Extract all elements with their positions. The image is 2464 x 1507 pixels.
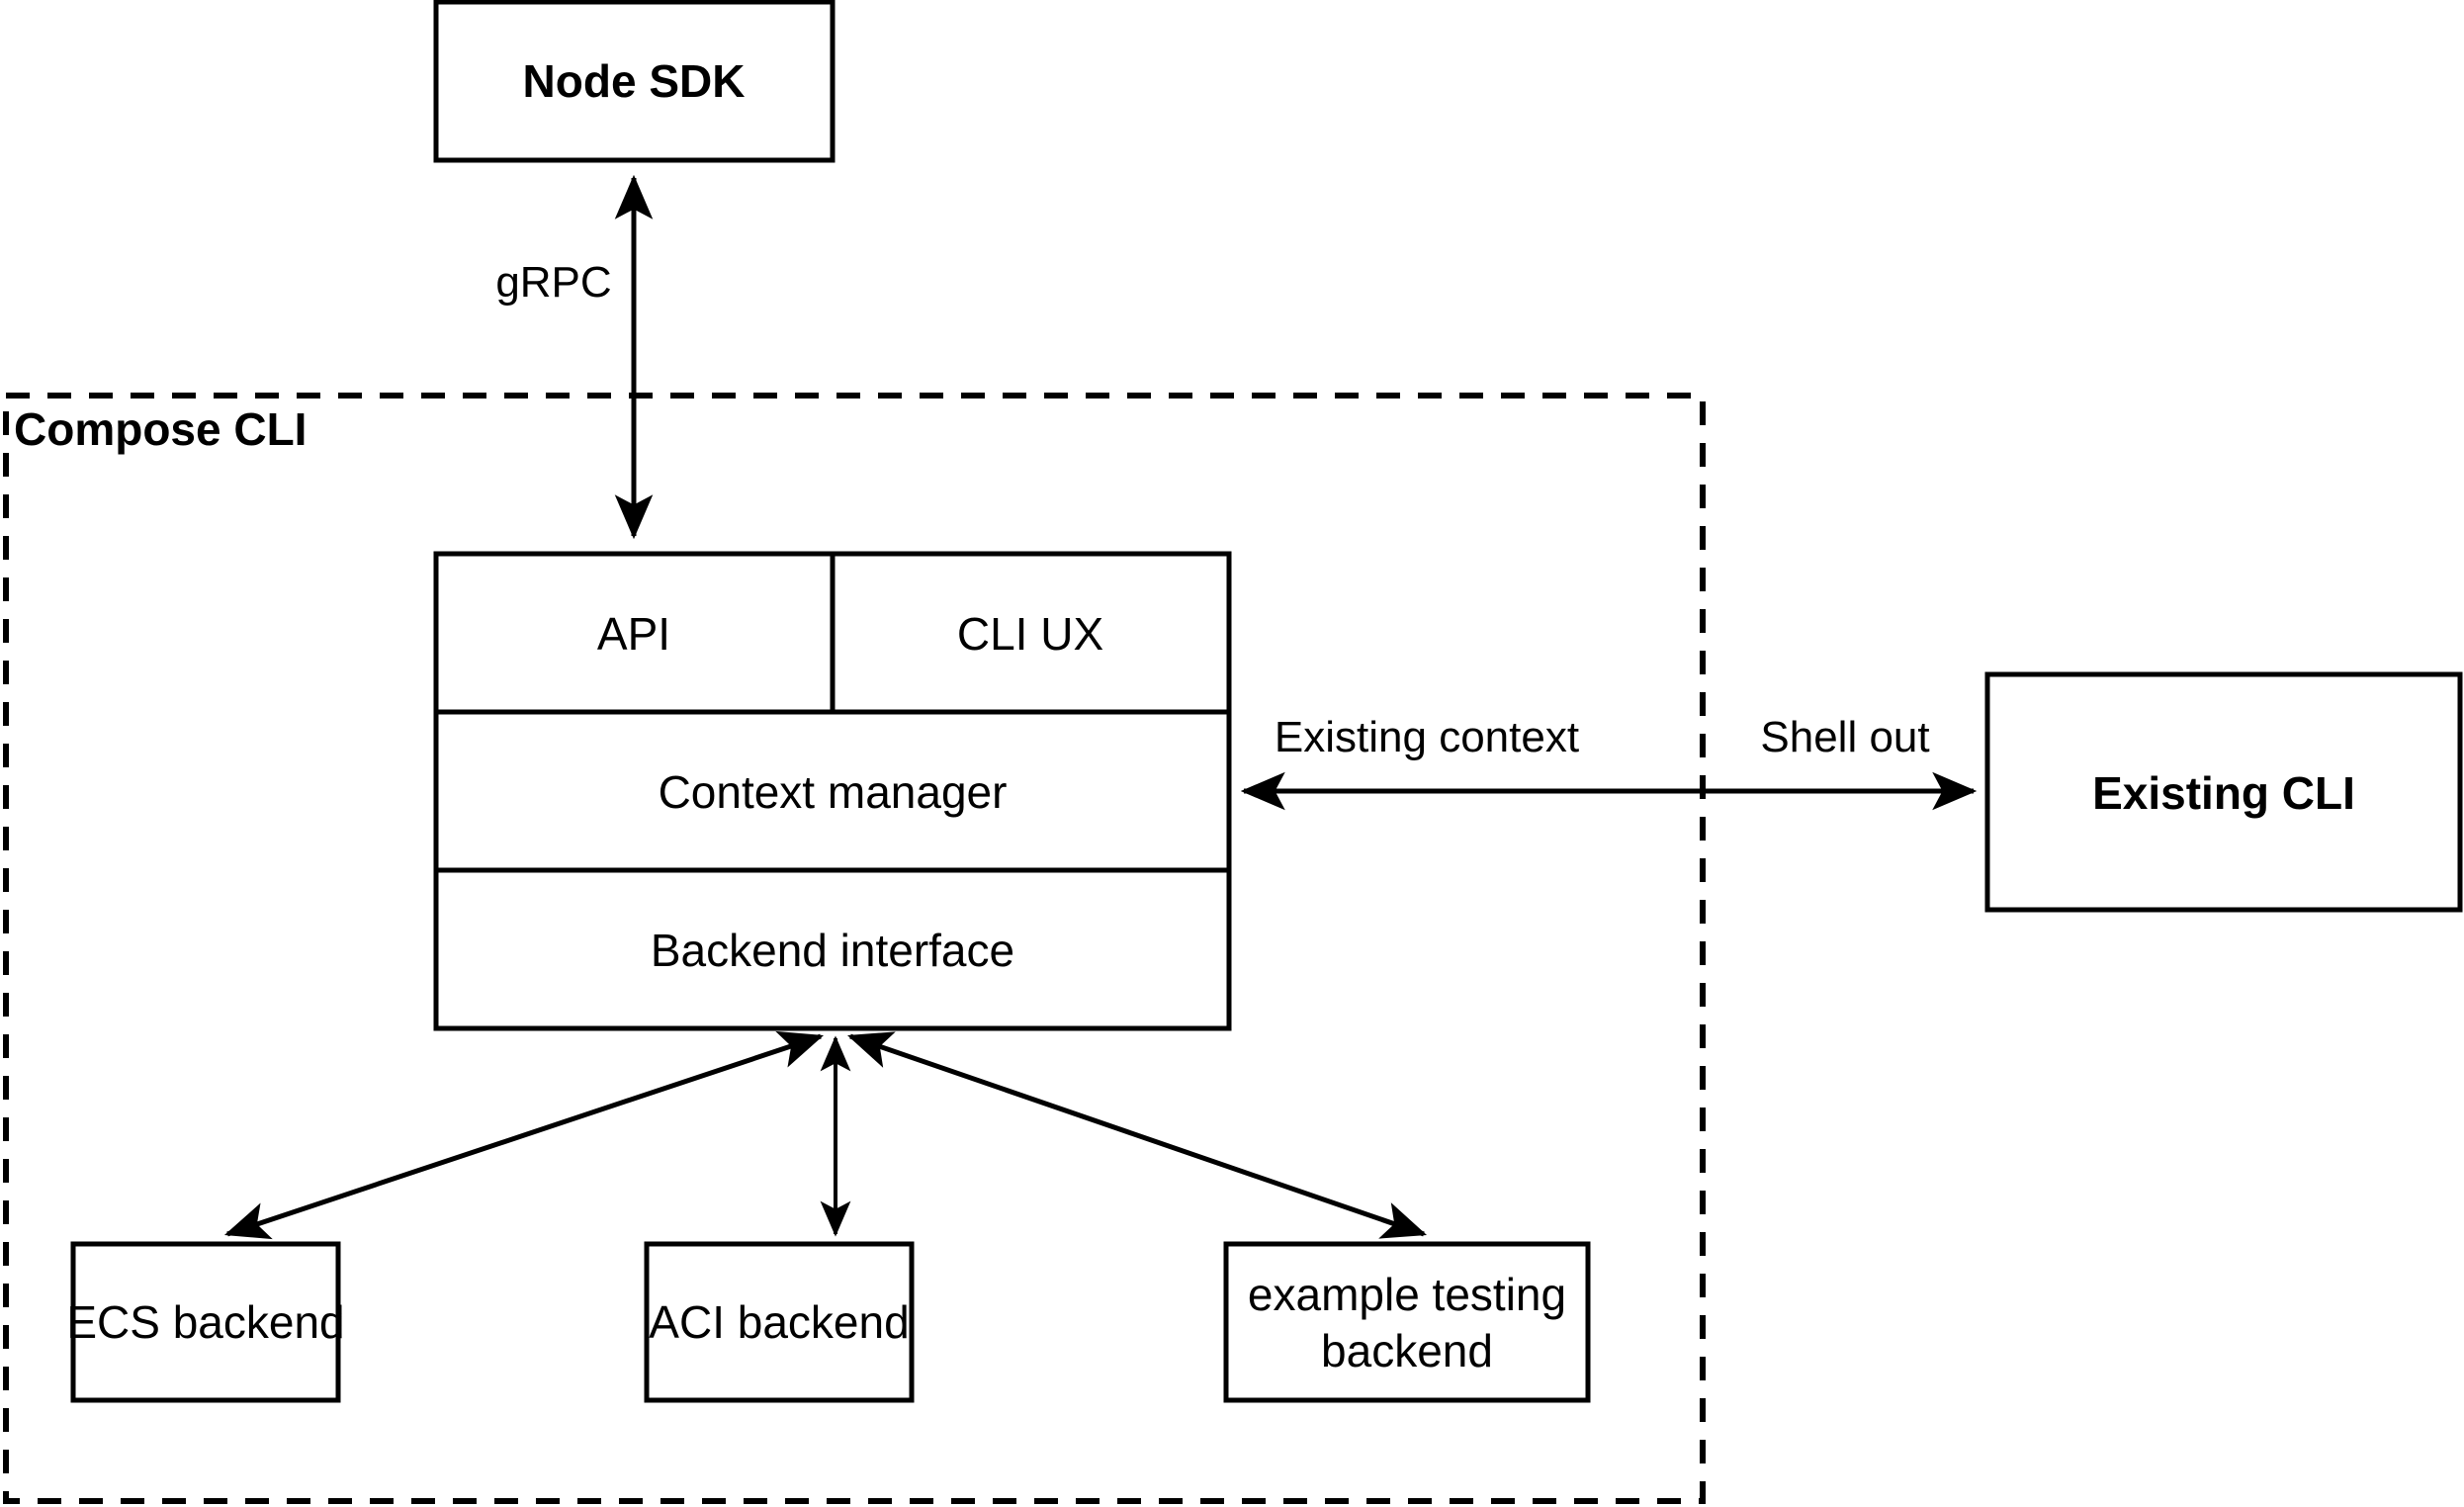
- existing-cli-label: Existing CLI: [2092, 767, 2355, 819]
- ecs-backend-box[interactable]: [70, 1241, 341, 1403]
- backend-to-ecs-edge: [223, 1030, 825, 1240]
- node-sdk-box[interactable]: [433, 0, 836, 163]
- compose-cli-group-label: Compose CLI: [14, 403, 307, 455]
- api-label: API: [597, 608, 670, 660]
- backend-interface-label: Backend interface: [651, 925, 1014, 976]
- context-manager-label: Context manager: [659, 766, 1008, 818]
- existing-context-edge-label: Existing context: [1275, 713, 1579, 761]
- example-testing-backend-label-line1: example testing: [1248, 1269, 1566, 1320]
- example-testing-backend-label-line2: backend: [1321, 1325, 1493, 1376]
- backend-to-example-edge: [846, 1031, 1428, 1239]
- compose-cli-group-border: [3, 393, 1706, 1504]
- aci-backend-box[interactable]: [644, 1241, 915, 1403]
- grpc-edge-label: gRPC: [495, 258, 611, 307]
- ecs-backend-label: ECS backend: [66, 1296, 344, 1348]
- example-testing-backend-box[interactable]: [1223, 1241, 1591, 1403]
- shell-out-edge-label: Shell out: [1760, 713, 1929, 761]
- cli-ux-label: CLI UX: [957, 608, 1103, 660]
- existing-cli-box[interactable]: [1984, 671, 2463, 913]
- node-sdk-label: Node SDK: [523, 55, 746, 107]
- aci-backend-label: ACI backend: [649, 1296, 909, 1348]
